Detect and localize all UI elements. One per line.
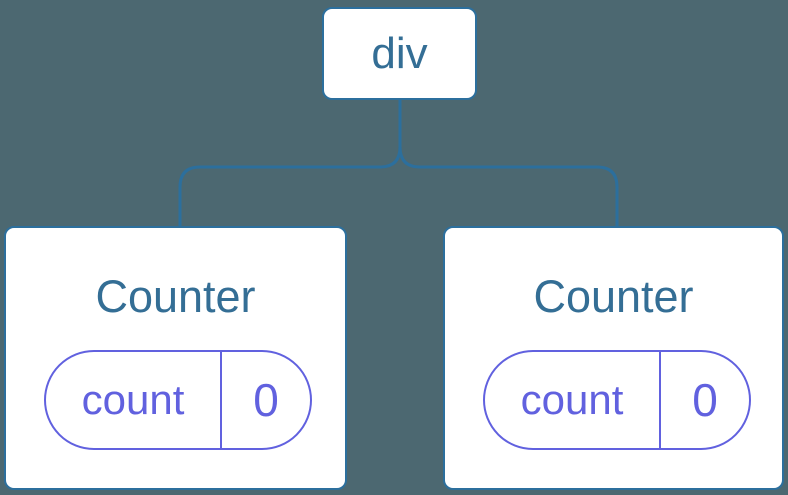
counter-node-left: Counter count 0	[4, 226, 347, 490]
state-pill: count 0	[483, 350, 751, 450]
state-value: 0	[220, 352, 310, 448]
tree-edge-left	[178, 100, 402, 227]
state-key-label: count	[520, 376, 624, 423]
state-value: 0	[659, 352, 749, 448]
state-key-label: count	[81, 376, 185, 423]
counter-node-title: Counter	[533, 271, 694, 322]
root-node-div: div	[322, 7, 477, 100]
state-pill: count 0	[44, 350, 312, 450]
tree-edge-right	[398, 100, 619, 227]
counter-node-right: Counter count 0	[443, 226, 784, 490]
counter-node-title: Counter	[95, 271, 256, 322]
